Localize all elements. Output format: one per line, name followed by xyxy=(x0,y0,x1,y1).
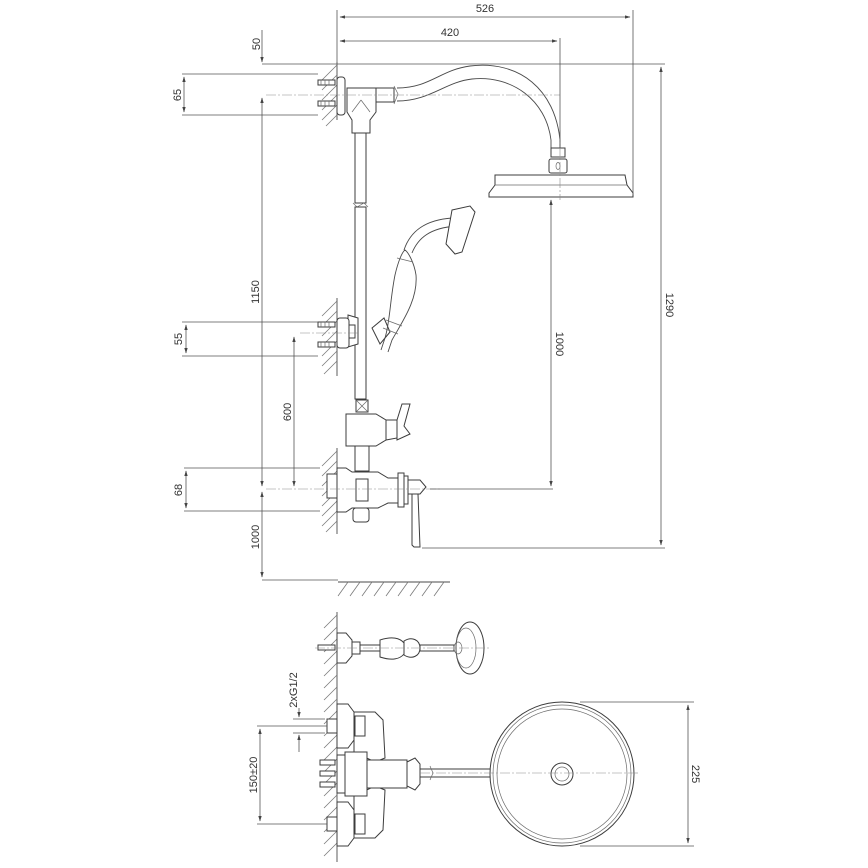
dim-label-1000-floor: 1000 xyxy=(250,525,262,549)
dim-label-65: 65 xyxy=(172,89,184,101)
dim-label-68: 68 xyxy=(173,484,185,496)
hand-shower-holder-plan xyxy=(315,621,490,675)
dim-label-225: 225 xyxy=(689,765,701,783)
rain-shower-head xyxy=(488,147,634,198)
dim-label-420: 420 xyxy=(441,27,459,39)
dimension-mixer-height: 68 xyxy=(173,467,320,512)
side-elevation-view: 526 420 50 65 1150 xyxy=(172,3,675,597)
dim-label-526: 526 xyxy=(476,3,494,15)
dim-label-50: 50 xyxy=(251,38,263,50)
upper-wall-bracket xyxy=(317,76,346,116)
wall-hatch-upper xyxy=(321,62,338,127)
dimension-arm-reach: 420 xyxy=(339,27,561,148)
dimension-inlet-spacing: 150±20 xyxy=(248,725,327,825)
dimension-mixer-to-floor: 1000 xyxy=(250,491,338,581)
diverter-valve xyxy=(345,399,411,472)
dim-label-1150: 1150 xyxy=(250,280,262,304)
dim-label-1000-head: 1000 xyxy=(553,332,565,356)
dim-label-inlet-spacing: 150±20 xyxy=(248,757,260,794)
dimension-holder-to-mixer: 600 xyxy=(282,336,296,487)
dimension-middle-bracket-spacing: 55 xyxy=(173,321,318,357)
dim-label-1290: 1290 xyxy=(663,293,675,317)
dimension-top-offset: 50 xyxy=(251,30,665,65)
slide-rail xyxy=(347,132,369,400)
dim-label-inlet-thread: 2xG1/2 xyxy=(288,672,300,707)
dimension-overall-reach: 526 xyxy=(336,3,634,195)
plan-view: 2xG1/2 150±20 225 xyxy=(248,612,701,862)
dim-label-600: 600 xyxy=(282,403,294,421)
dimension-rail-length: 1150 xyxy=(250,97,264,487)
shower-arm xyxy=(375,64,561,148)
hand-shower xyxy=(371,205,476,353)
dimension-head-diameter: 225 xyxy=(580,701,701,847)
shower-head-plan xyxy=(420,701,640,847)
dimension-overall-height: 1290 xyxy=(422,66,675,549)
floor-hatch xyxy=(337,581,450,597)
dimension-head-to-mixer: 1000 xyxy=(430,199,565,490)
wall-hatch-middle xyxy=(321,298,338,376)
thermostatic-mixer-body xyxy=(326,467,427,548)
dimension-inlet-thread: 2xG1/2 xyxy=(288,672,325,752)
dimension-upper-bracket-spacing: 65 xyxy=(172,73,318,116)
dim-label-55: 55 xyxy=(173,333,185,345)
